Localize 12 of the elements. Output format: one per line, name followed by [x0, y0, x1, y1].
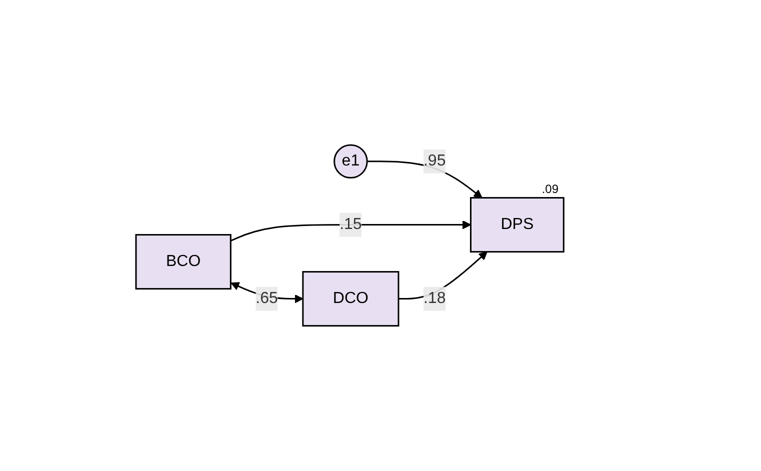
node-box: DPS — [470, 197, 565, 253]
node-box: DCO — [302, 271, 400, 327]
arrow — [230, 220, 472, 242]
edge-label: .65 — [256, 290, 278, 307]
edge-label: .18 — [424, 290, 446, 307]
arrow — [398, 252, 488, 300]
node-note: .09 — [542, 182, 558, 196]
arrow — [367, 160, 483, 198]
edge-label: .95 — [424, 152, 446, 170]
node-box: BCO — [135, 234, 232, 290]
edge-label: .15 — [340, 216, 362, 233]
node-circle: e1 — [334, 144, 368, 179]
